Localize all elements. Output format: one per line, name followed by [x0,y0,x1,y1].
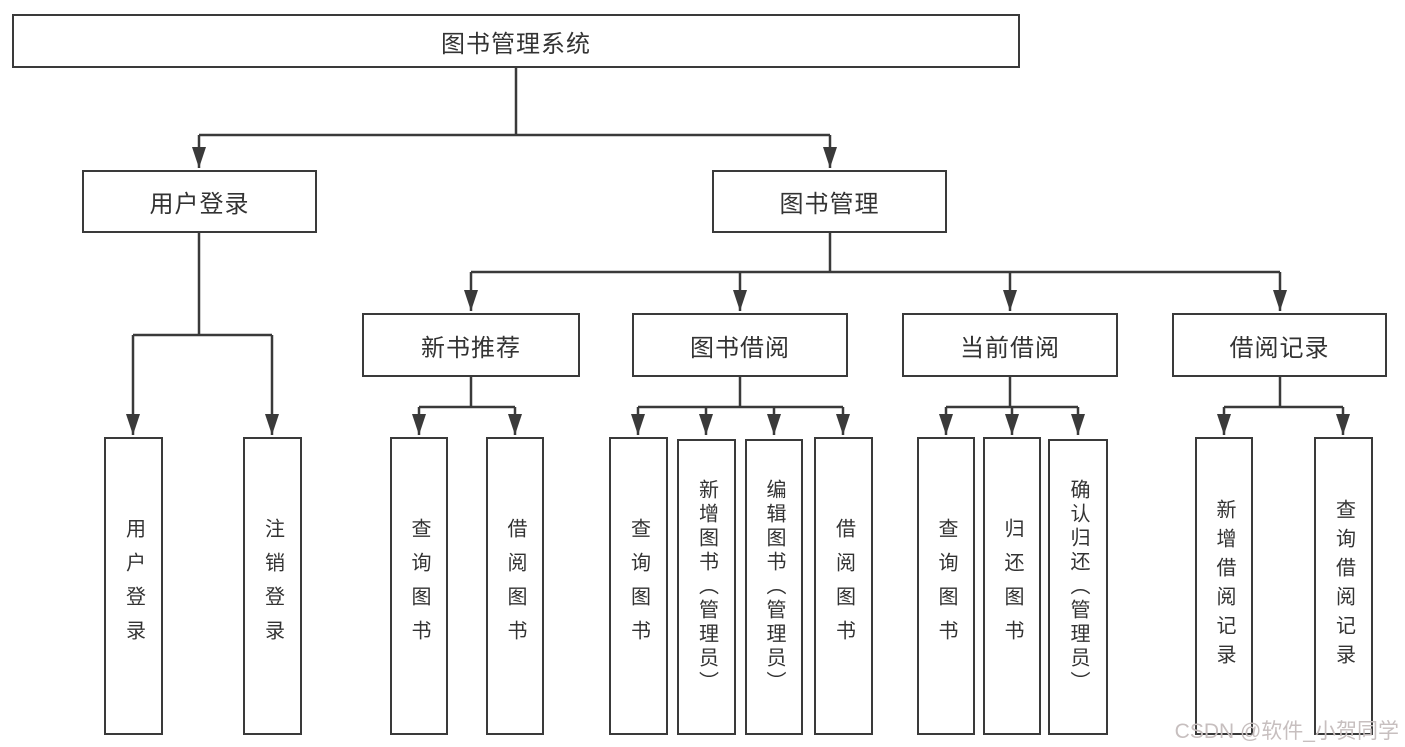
leaf-add-borrow-record: 新增借阅记录 [1195,437,1253,735]
leaf-label: 编辑图书（管理员） [763,479,785,695]
leaf-label: 查询图书 [408,518,430,654]
leaf-label: 确认归还（管理员） [1067,479,1089,695]
leaf-label: 查询图书 [627,518,650,654]
leaf-label: 借阅图书 [504,518,526,654]
node-library-management-system: 图书管理系统 [12,14,1020,68]
leaf-query-borrow-records: 查询借阅记录 [1314,437,1373,735]
leaf-logout: 注销登录 [243,437,302,735]
leaf-borrow-books: 借阅图书 [814,437,873,735]
leaf-label: 归还图书 [1001,518,1023,654]
node-user-login: 用户登录 [82,170,317,233]
node-new-book-recommendation: 新书推荐 [362,313,580,377]
leaf-query-books: 查询图书 [390,437,448,735]
connector-records-to-leaves [1217,377,1350,435]
leaf-add-books-admin: 新增图书（管理员） [677,439,736,735]
connector-root-to-level2 [192,68,837,168]
node-borrowing-records: 借阅记录 [1172,313,1387,377]
leaf-label: 用户登录 [122,518,145,654]
leaf-label: 查询借阅记录 [1332,499,1355,673]
connector-recommend-to-leaves [412,377,522,435]
leaf-label: 新增借阅记录 [1213,499,1235,673]
leaf-label: 新增图书（管理员） [695,479,718,695]
node-book-management: 图书管理 [712,170,947,233]
leaf-label: 借阅图书 [832,518,855,654]
leaf-label: 查询图书 [935,518,957,654]
leaf-user-login: 用户登录 [104,437,163,735]
node-current-borrowing: 当前借阅 [902,313,1118,377]
leaf-edit-books-admin: 编辑图书（管理员） [745,439,803,735]
connector-current-to-leaves [939,377,1085,435]
leaf-label: 注销登录 [261,518,284,654]
connector-borrow-to-leaves [631,377,850,435]
csdn-watermark: CSDN @软件_小贺同学 [1174,720,1399,743]
leaf-query-books: 查询图书 [917,437,975,735]
leaf-return-books: 归还图书 [983,437,1041,735]
connector-bookmgmt-to-level3 [464,233,1287,311]
leaf-confirm-return-admin: 确认归还（管理员） [1048,439,1108,735]
leaf-query-books: 查询图书 [609,437,668,735]
leaf-borrow-books: 借阅图书 [486,437,544,735]
connector-login-to-leaves [126,233,279,435]
node-book-borrowing: 图书借阅 [632,313,848,377]
